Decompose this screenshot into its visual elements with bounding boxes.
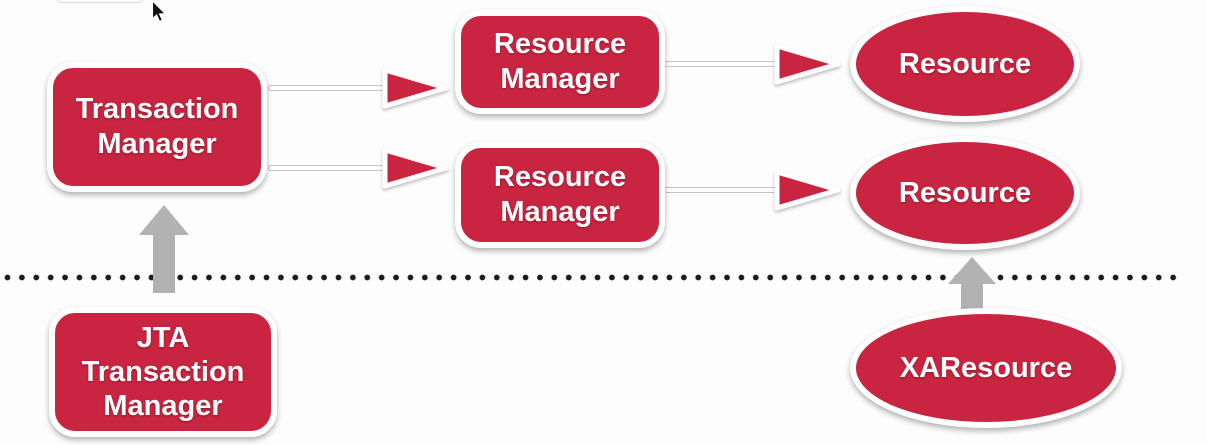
node-resource-bottom[interactable]: Resource xyxy=(850,136,1080,250)
node-label: Manager xyxy=(500,196,620,228)
node-label: Transaction xyxy=(75,93,239,125)
up-block-arrow-icon xyxy=(139,205,189,293)
node-label: Resource xyxy=(898,47,1032,80)
node-label: Resource xyxy=(493,28,627,60)
arrowhead-icon xyxy=(774,43,841,85)
node-label: Manager xyxy=(97,128,217,160)
arrowhead-icon xyxy=(382,147,449,189)
node-label: Transaction xyxy=(81,356,245,388)
node-resource-top[interactable]: Resource xyxy=(850,6,1080,122)
connector-rm-top-to-resource-top xyxy=(664,61,784,67)
node-label: Resource xyxy=(898,176,1032,209)
connector-rm-bottom-to-resource-bottom xyxy=(664,187,784,193)
node-jta-transaction-manager[interactable]: JTA Transaction Manager xyxy=(49,307,277,437)
dotted-divider-line xyxy=(4,274,1182,281)
node-label: Manager xyxy=(500,63,620,95)
node-label: Manager xyxy=(103,390,223,422)
node-label: JTA xyxy=(136,322,190,354)
node-label: XAResource xyxy=(899,351,1073,384)
node-resource-manager-top[interactable]: Resource Manager xyxy=(455,10,665,114)
connector-tm-to-rm-bottom xyxy=(268,165,392,171)
connector-tm-to-rm-top xyxy=(268,85,392,91)
cropped-ui-artifact xyxy=(57,0,143,3)
node-resource-manager-bottom[interactable]: Resource Manager xyxy=(455,142,665,248)
arrowhead-icon xyxy=(382,67,449,109)
node-xaresource[interactable]: XAResource xyxy=(850,308,1122,428)
arrowhead-icon xyxy=(774,169,841,211)
node-transaction-manager[interactable]: Transaction Manager xyxy=(47,62,267,192)
up-block-arrow-icon xyxy=(948,257,996,311)
node-label: Resource xyxy=(493,161,627,193)
mouse-cursor-icon xyxy=(152,1,167,23)
